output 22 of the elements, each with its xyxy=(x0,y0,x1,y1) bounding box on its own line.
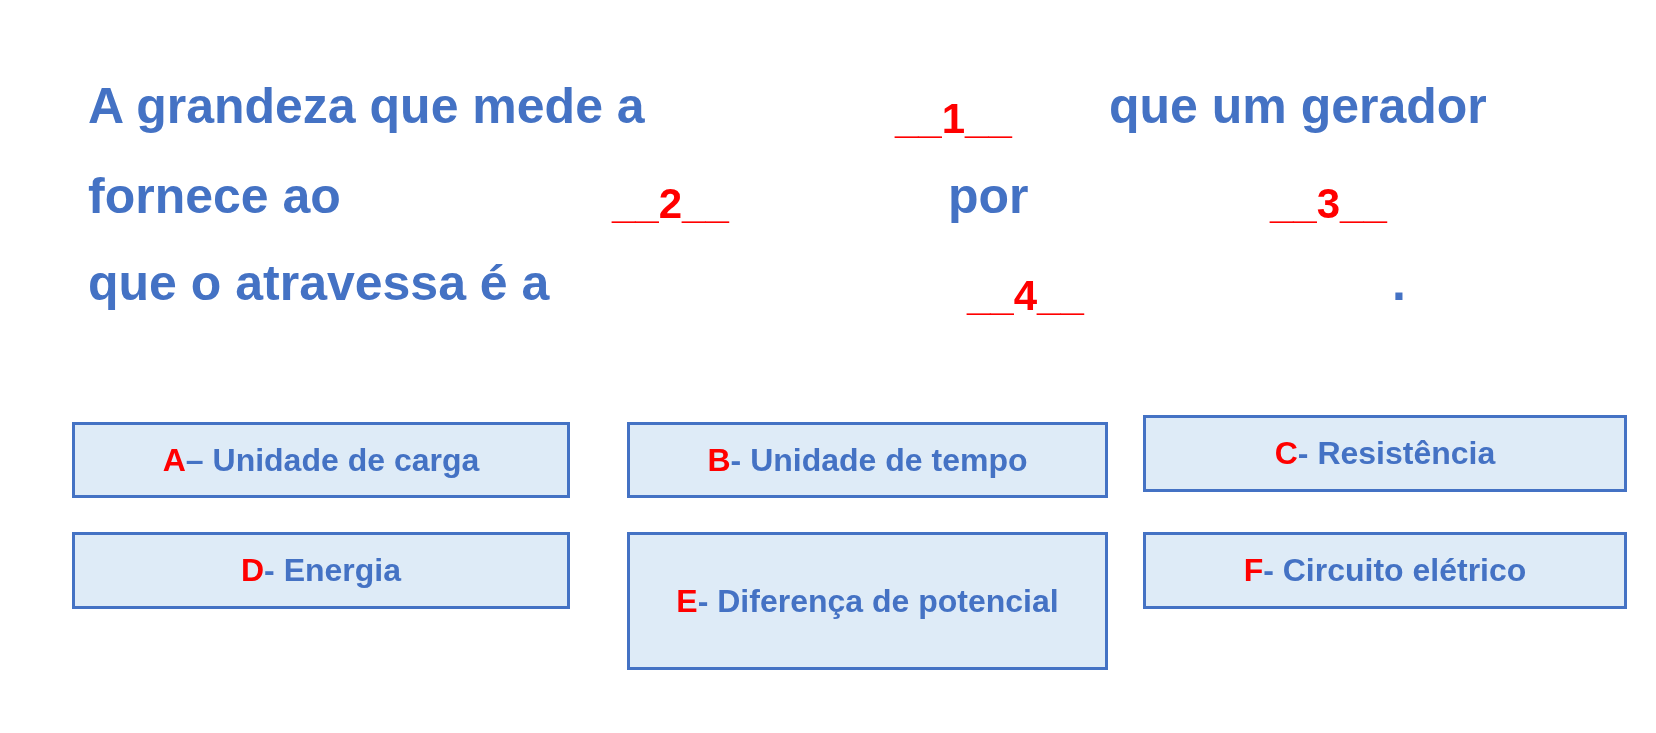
answer-option-text: B- Unidade de tempo xyxy=(707,440,1028,480)
fill-in-blank: __2__ xyxy=(612,180,729,229)
question-text: que um gerador xyxy=(1109,78,1487,136)
question-text: fornece ao xyxy=(88,168,341,226)
answer-option-text: C- Resistência xyxy=(1274,434,1496,474)
answer-option-text: D- Energia xyxy=(241,551,401,591)
fill-in-blank: __3__ xyxy=(1270,180,1387,229)
answer-option-text: A– Unidade de carga xyxy=(162,440,480,480)
fill-in-blank: __4__ xyxy=(967,272,1084,321)
answer-option-box xyxy=(1143,532,1627,609)
answer-option-box xyxy=(1143,415,1627,492)
answer-option-box xyxy=(72,422,570,498)
answer-option-box xyxy=(72,532,570,609)
answer-option-text: E- Diferença de potencial xyxy=(676,581,1059,621)
answer-option-box xyxy=(627,532,1108,670)
question-text: . xyxy=(1392,255,1406,313)
question-text: por xyxy=(948,168,1029,226)
fill-in-blank: __1__ xyxy=(895,95,1012,144)
answer-option-text: F- Circuito elétrico xyxy=(1243,551,1527,591)
question-text: que o atravessa é a xyxy=(88,255,550,313)
answer-option-box xyxy=(627,422,1108,498)
question-text: A grandeza que mede a xyxy=(88,78,645,136)
